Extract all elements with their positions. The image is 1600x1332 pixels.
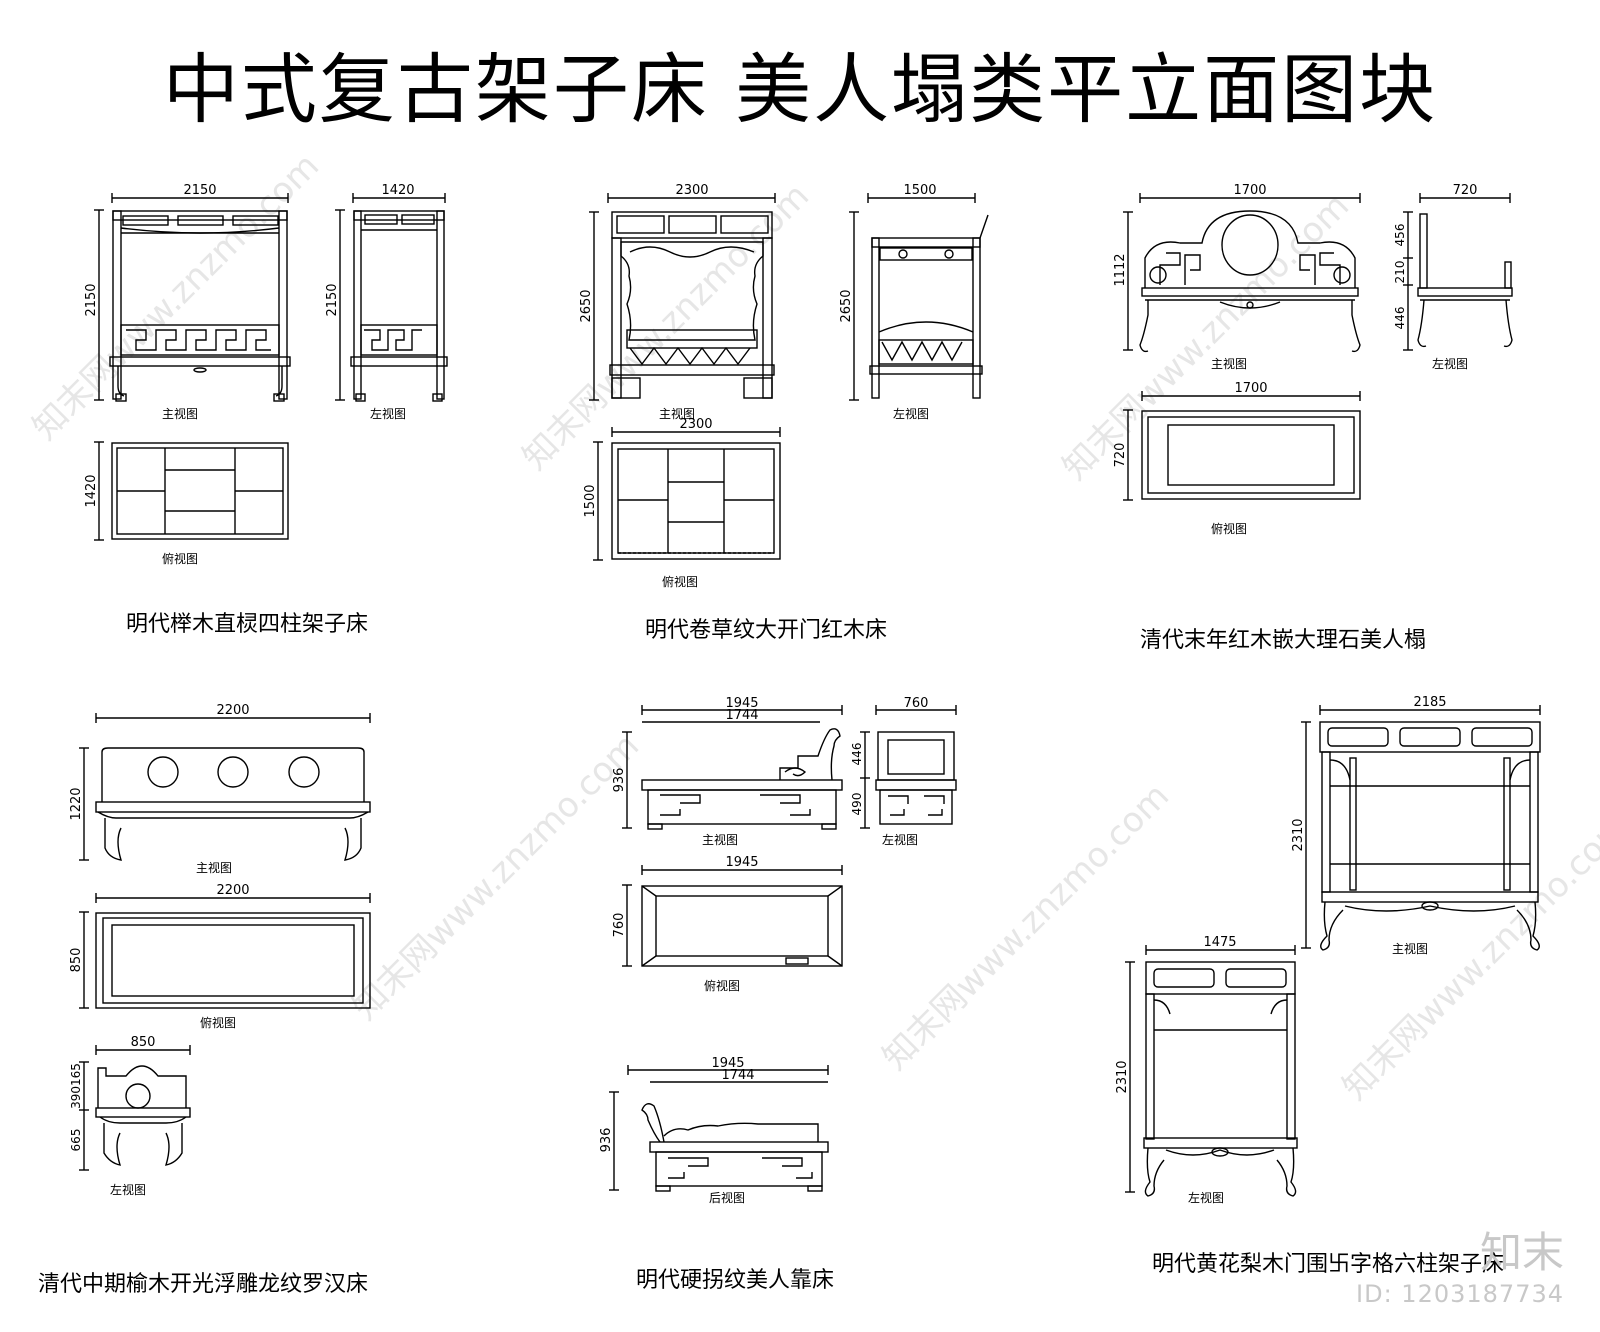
- svg-text:850: 850: [69, 948, 84, 973]
- svg-text:2200: 2200: [216, 883, 249, 898]
- svg-text:1744: 1744: [721, 1068, 754, 1083]
- bed5-back-view: 1945 1744 936: [599, 1056, 829, 1192]
- bed3-left-label: 左视图: [1432, 356, 1468, 371]
- svg-text:446: 446: [850, 743, 864, 766]
- bed5-left-label: 左视图: [882, 832, 918, 847]
- svg-text:1945: 1945: [725, 696, 758, 711]
- bed2-top-view: 2300 1500: [583, 417, 781, 561]
- bed1-left-view: 1420 2150: [325, 183, 448, 402]
- bed6-left-view: 1475 2310: [1115, 935, 1298, 1197]
- svg-text:210: 210: [1393, 261, 1407, 284]
- bed4-top-view: 2200 850: [69, 883, 371, 1009]
- bed4-left-label: 左视图: [110, 1182, 146, 1197]
- svg-text:1500: 1500: [903, 183, 936, 198]
- bed2-front-label: 主视图: [659, 406, 695, 421]
- svg-text:490: 490: [850, 793, 864, 816]
- bed2-left-label: 左视图: [893, 406, 929, 421]
- bed3-left-view: 720 456 210 446: [1393, 183, 1513, 351]
- bed4-left-view: 850 390165 665: [69, 1035, 191, 1171]
- bed5-front-view: 1945 1744 936: [612, 696, 843, 830]
- bed6-front-label: 主视图: [1392, 941, 1428, 956]
- svg-text:2310: 2310: [1115, 1060, 1130, 1093]
- svg-text:2300: 2300: [675, 183, 708, 198]
- bed4-front-view: 2200 1220: [69, 703, 371, 861]
- bed2-top-label: 俯视图: [662, 574, 698, 589]
- svg-text:2150: 2150: [325, 283, 340, 316]
- svg-text:1500: 1500: [583, 484, 598, 517]
- page-title: 中式复古架子床 美人塌类平立面图块: [162, 45, 1438, 134]
- svg-text:665: 665: [69, 1129, 83, 1152]
- bed3-front-label: 主视图: [1211, 356, 1247, 371]
- svg-text:850: 850: [131, 1035, 156, 1050]
- svg-text:456: 456: [1393, 224, 1407, 247]
- bed5-caption: 明代硬拐纹美人靠床: [636, 1268, 835, 1293]
- svg-text:390165: 390165: [69, 1063, 83, 1109]
- svg-text:936: 936: [612, 768, 627, 793]
- bed2-left-view: 1500 2650: [839, 183, 989, 401]
- bed2-caption: 明代卷草纹大开门红木床: [645, 618, 888, 643]
- bed1-left-label: 左视图: [370, 406, 406, 421]
- svg-text:2650: 2650: [579, 289, 594, 322]
- svg-text:2310: 2310: [1291, 818, 1306, 851]
- bed1-top-view: 1420: [84, 441, 289, 541]
- svg-text:2185: 2185: [1413, 695, 1446, 710]
- bed4-caption: 清代中期榆木开光浮雕龙纹罗汉床: [38, 1272, 369, 1297]
- svg-text:1220: 1220: [69, 787, 84, 820]
- bed3-top-label: 俯视图: [1211, 521, 1247, 536]
- svg-text:1420: 1420: [381, 183, 414, 198]
- svg-text:760: 760: [904, 696, 929, 711]
- svg-text:760: 760: [612, 913, 627, 938]
- svg-text:1112: 1112: [1113, 253, 1128, 286]
- svg-text:720: 720: [1453, 183, 1478, 198]
- svg-text:2150: 2150: [183, 183, 216, 198]
- bed2-front-view: 2300 2650: [579, 183, 776, 401]
- watermark: 知末 ID: 1203187734: [1356, 1219, 1564, 1308]
- svg-text:2300: 2300: [679, 417, 712, 432]
- bed6-left-label: 左视图: [1188, 1190, 1224, 1205]
- bed1-front-view: 2150 2150: [84, 183, 291, 402]
- svg-text:1700: 1700: [1234, 381, 1267, 396]
- watermark-logo: 知末: [1479, 1228, 1564, 1277]
- bed5-top-label: 俯视图: [704, 978, 740, 993]
- bed1-front-label: 主视图: [162, 406, 198, 421]
- svg-text:1744: 1744: [725, 708, 758, 723]
- bed1-top-label: 俯视图: [162, 551, 198, 566]
- svg-text:2650: 2650: [839, 289, 854, 322]
- svg-text:446: 446: [1393, 307, 1407, 330]
- svg-text:720: 720: [1113, 443, 1128, 468]
- svg-text:1945: 1945: [711, 1056, 744, 1071]
- svg-text:2150: 2150: [84, 283, 99, 316]
- bed5-back-label: 后视图: [709, 1190, 745, 1205]
- bed4-top-label: 俯视图: [200, 1015, 236, 1030]
- svg-text:2200: 2200: [216, 703, 249, 718]
- svg-text:1700: 1700: [1233, 183, 1266, 198]
- bed1-caption: 明代榉木直棂四柱架子床: [126, 612, 369, 637]
- svg-text:1475: 1475: [1203, 935, 1236, 950]
- svg-text:1420: 1420: [84, 474, 99, 507]
- bed3-front-view: 1700 1112: [1113, 183, 1361, 353]
- watermark-id: ID: 1203187734: [1356, 1280, 1564, 1308]
- svg-text:1945: 1945: [725, 855, 758, 870]
- bed4-front-label: 主视图: [196, 860, 232, 875]
- bed5-front-label: 主视图: [702, 832, 738, 847]
- bed5-top-view: 1945 760: [612, 855, 843, 967]
- bed3-caption: 清代末年红木嵌大理石美人榻: [1140, 628, 1427, 653]
- bed6-caption: 明代黄花梨木门围卐字格六柱架子床: [1152, 1252, 1505, 1277]
- bed5-left-view: 760 446 490: [850, 696, 957, 829]
- bed3-top-view: 1700 720: [1113, 381, 1361, 501]
- svg-text:936: 936: [599, 1128, 614, 1153]
- bed6-front-view: 2185 2310: [1291, 695, 1541, 951]
